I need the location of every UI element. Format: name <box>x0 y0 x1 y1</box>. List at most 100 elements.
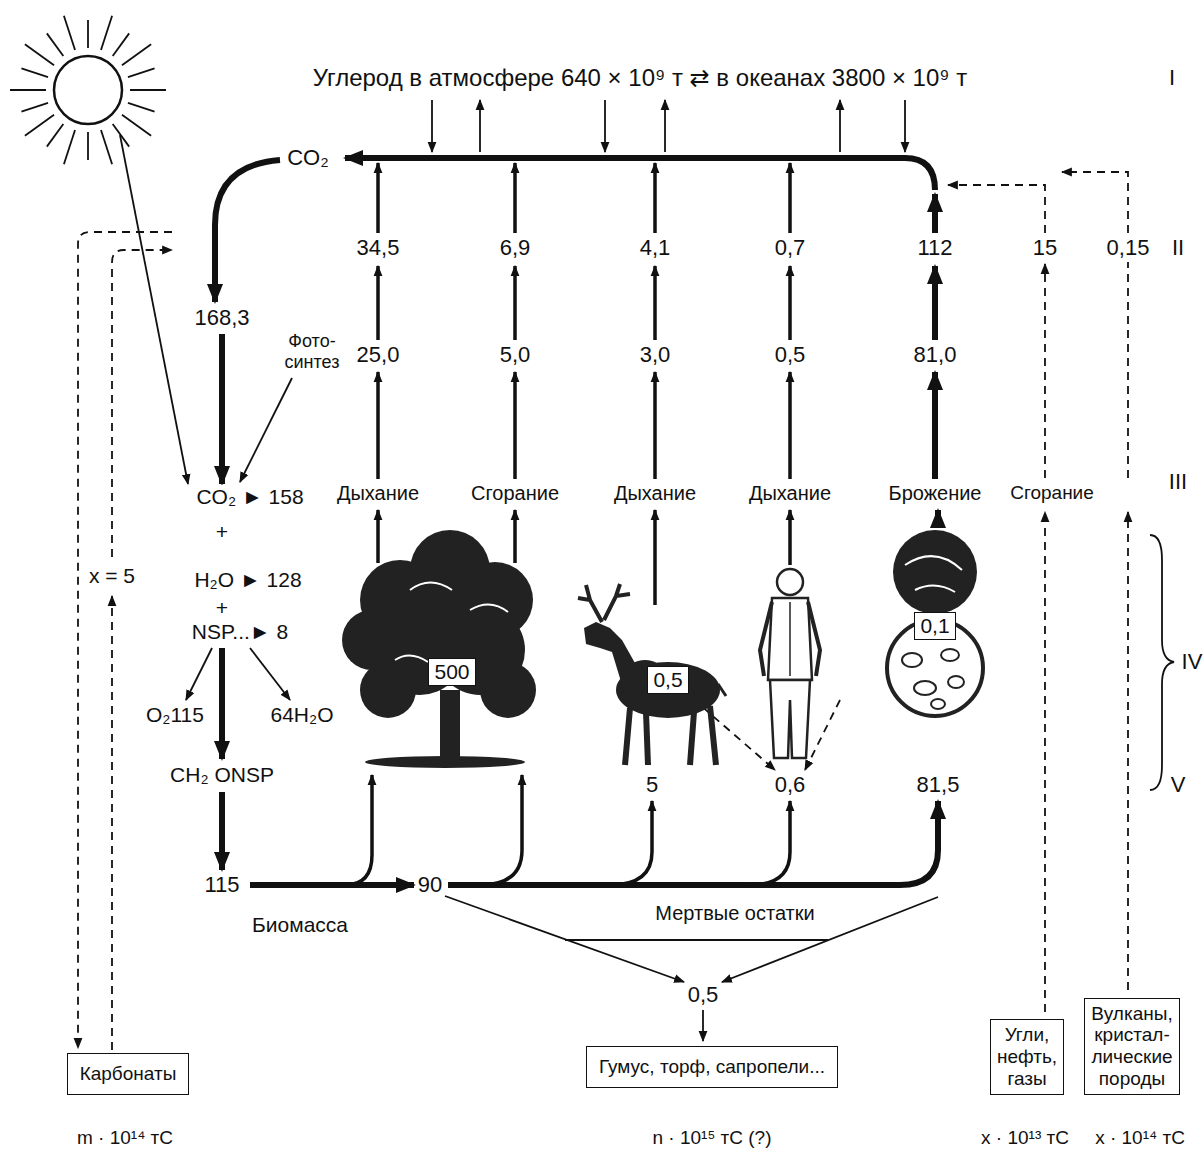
man-picture <box>760 602 820 676</box>
product-value: 64H₂O <box>268 703 335 727</box>
level-brace <box>1150 535 1174 790</box>
flow-arrows <box>376 510 380 563</box>
reagent-value: NSP...► 8 <box>190 620 290 644</box>
level-numeral: III <box>1167 469 1189 494</box>
dashed-flows <box>112 250 172 557</box>
flow-arrows <box>788 266 792 340</box>
moose-picture <box>578 584 630 622</box>
remains-label: Мертвые остатки <box>653 902 816 925</box>
box-text: Вулканы, кристал- лические породы <box>1091 1003 1172 1090</box>
flow-value: 6,9 <box>498 235 533 260</box>
value-box: 500 <box>428 658 475 686</box>
moose-picture <box>625 706 716 765</box>
sun-ray <box>122 44 151 65</box>
reagent-value: CO₂ ► 158 <box>194 485 305 509</box>
value-box: 0,5 <box>647 666 688 694</box>
sun-ray <box>47 124 63 147</box>
flow-value: 81,5 <box>915 772 962 797</box>
sun-ray <box>113 33 129 56</box>
product-value: O₂115 <box>144 703 206 727</box>
man-picture <box>789 602 791 676</box>
flow-value: 4,1 <box>638 235 673 260</box>
flow-value: 115 <box>202 872 241 897</box>
flow-arrows <box>345 163 790 885</box>
flow-arrows-thick <box>250 882 414 888</box>
stock-size: x · 10¹³ тC <box>979 1127 1071 1149</box>
level-numeral: II <box>1170 235 1186 260</box>
exchange-arrows <box>479 100 481 152</box>
microbe-picture <box>941 649 959 661</box>
flow-arrows-thick <box>345 158 935 190</box>
sun-ray <box>130 89 166 91</box>
flow-arrows <box>653 163 657 233</box>
thin-arrows <box>250 648 290 700</box>
sun-ray <box>87 20 89 48</box>
dashed-flows <box>1127 512 1129 990</box>
remains-bracket <box>565 939 828 941</box>
flow-arrows-thick <box>932 372 938 479</box>
compound-label: CO₂ <box>285 145 331 170</box>
flow-value: 0,15 <box>1105 235 1152 260</box>
reservoir-caption: Углерод в атмосфере 640 × 10⁹ т ⇄ в океа… <box>311 64 969 92</box>
stock-size: x · 10¹⁴ тC <box>1093 1127 1187 1149</box>
sun-ray <box>101 16 112 50</box>
thin-arrows <box>240 378 292 482</box>
level-numeral: V <box>1169 772 1188 797</box>
box-text: Угли, нефть, газы <box>997 1024 1057 1090</box>
sun-ray <box>64 130 75 164</box>
process-name: Сгорание <box>469 482 561 505</box>
process-name: Дыхание <box>747 482 833 505</box>
exchange-arrows <box>664 100 666 152</box>
box-text: 0,1 <box>920 614 949 638</box>
tree-picture <box>440 690 460 762</box>
sun-symbol <box>10 16 166 164</box>
exchange-arrows <box>604 100 606 152</box>
process-name: Дыхание <box>612 482 698 505</box>
process-name: Брожение <box>887 482 984 505</box>
flow-value: 168,3 <box>192 305 251 330</box>
flow-arrows-thick <box>932 194 938 233</box>
flow-arrows-thick <box>935 510 941 528</box>
box-text: 500 <box>434 660 469 684</box>
thin-arrows <box>120 135 938 1041</box>
moose-picture <box>578 584 726 765</box>
flow-value: 0,7 <box>773 235 808 260</box>
remains-bracket <box>565 939 828 941</box>
flow-value: 90 <box>416 872 444 897</box>
flow-arrows <box>513 372 517 479</box>
flow-value: 5,0 <box>498 342 533 367</box>
dashed-flows <box>78 172 1128 1050</box>
microbe-picture <box>887 530 983 716</box>
flow-value: 81,0 <box>912 342 959 367</box>
flow-value: 25,0 <box>355 342 402 367</box>
flow-arrows <box>345 775 372 885</box>
sun-ray <box>122 115 151 136</box>
process-name: Фото- синтез <box>283 331 342 372</box>
tree-picture <box>480 662 536 718</box>
flow-arrows-thick <box>219 648 225 759</box>
flow-arrows <box>750 801 790 885</box>
flow-arrows <box>610 801 652 885</box>
sun-symbol <box>54 56 122 124</box>
thin-arrows <box>120 135 188 484</box>
flow-arrows <box>513 266 517 340</box>
flow-value: 0,6 <box>773 772 808 797</box>
tree-picture <box>342 530 536 768</box>
sun-ray <box>25 44 54 65</box>
microbe-picture <box>902 649 964 709</box>
exchange-arrows <box>839 100 841 152</box>
plus-sign: + <box>214 520 230 544</box>
flow-arrows <box>788 163 792 233</box>
flow-value: 0,5 <box>773 342 808 367</box>
tree-picture <box>395 583 508 663</box>
flow-value: 3,0 <box>638 342 673 367</box>
box-text: Гумус, торф, сапропели... <box>599 1056 825 1078</box>
dashed-flows <box>1044 264 1046 478</box>
reservoir-box: Гумус, торф, сапропели... <box>586 1046 838 1088</box>
microbe-picture <box>893 530 977 614</box>
flow-arrows <box>513 163 517 233</box>
flow-arrows-thick <box>219 334 225 484</box>
flow-arrows <box>376 163 380 233</box>
man-picture <box>760 569 820 758</box>
